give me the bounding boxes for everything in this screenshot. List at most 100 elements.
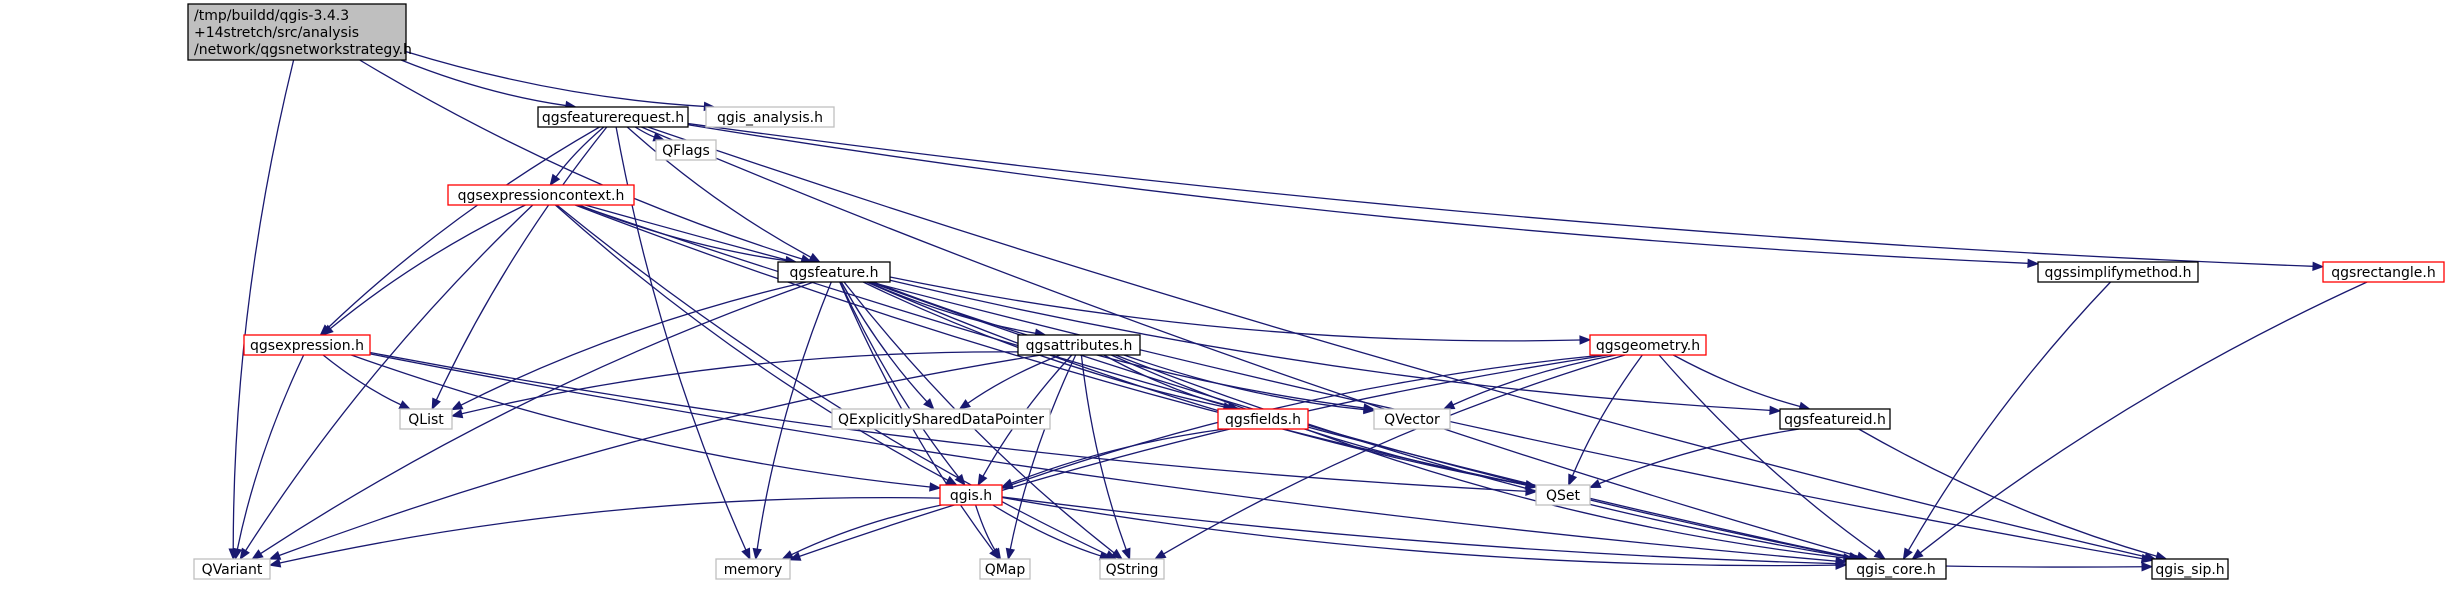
node-label: +14stretch/src/analysis [194, 25, 359, 41]
edge-qgsexpression-to-qlist [322, 354, 412, 410]
edge-arrowhead [954, 473, 966, 487]
node-root[interactable]: /tmp/buildd/qgis-3.4.3+14stretch/src/ana… [187, 3, 412, 61]
node-qgsfeaturerequest[interactable]: qgsfeaturerequest.h [537, 106, 689, 128]
edge-qgis-to-qgis_sip [1001, 496, 2154, 572]
node-qgssimplifymethod[interactable]: qgssimplifymethod.h [2037, 261, 2199, 283]
node-label: qgsgeometry.h [1596, 338, 1700, 354]
node-qgis_core[interactable]: qgis_core.h [1845, 558, 1947, 580]
edge-arrowhead [2140, 553, 2154, 564]
edge-arrowhead [2027, 258, 2040, 269]
edge-line [1011, 428, 1225, 484]
edge-arrowhead [268, 558, 282, 568]
node-label: QVariant [202, 562, 263, 578]
edge-arrowhead [929, 482, 942, 492]
node-label: qgsfeatureid.h [1784, 412, 1886, 428]
edge-line [405, 50, 705, 108]
node-box [1017, 334, 1141, 356]
node-qgsattributes[interactable]: qgsattributes.h [1017, 334, 1141, 356]
node-qgsfields[interactable]: qgsfields.h [1217, 408, 1309, 430]
edge-arrowhead [398, 400, 412, 410]
node-qgsexpression[interactable]: qgsexpression.h [243, 334, 371, 356]
edge-line [369, 353, 1837, 562]
node-qexplicitly[interactable]: QExplicitlySharedDataPointer [831, 408, 1051, 430]
edge-qgsgeometry-to-qset [1568, 354, 1643, 487]
edge-qgsexpressioncontext-to-qgsfeature [578, 204, 798, 266]
node-box [2151, 558, 2229, 580]
node-box [1779, 408, 1891, 430]
edge-line [992, 504, 1101, 557]
node-qlist[interactable]: QList [399, 408, 453, 430]
node-label: qgsfeature.h [790, 265, 879, 281]
edge-qgsexpressioncontext-to-qgis [554, 204, 958, 486]
edge-qgsattributes-to-qvector [1123, 354, 1376, 415]
edge-arrowhead [808, 252, 821, 263]
node-qflags[interactable]: QFlags [655, 139, 717, 161]
node-box [715, 558, 791, 580]
edge-qgsfeatureid-to-qgis_sip [1858, 428, 2168, 561]
edge-qgsfeaturerequest-to-qflags [634, 126, 666, 142]
node-box [979, 558, 1031, 580]
node-qgsgeometry[interactable]: qgsgeometry.h [1589, 334, 1707, 356]
node-qgsfeatureid[interactable]: qgsfeatureid.h [1779, 408, 1891, 430]
node-qgsfeature[interactable]: qgsfeature.h [777, 261, 891, 283]
edge-qgsfeature-to-qlist [450, 281, 807, 411]
node-label: qgsrectangle.h [2331, 265, 2435, 281]
node-label: memory [724, 562, 783, 578]
node-qgis_analysis[interactable]: qgis_analysis.h [705, 106, 835, 128]
node-qgis[interactable]: qgis.h [939, 484, 1003, 506]
node-qset[interactable]: QSet [1535, 484, 1591, 506]
node-qstring[interactable]: QString [1099, 558, 1165, 580]
node-label: QMap [985, 562, 1026, 578]
node-label: /network/qgsnetworkstrategy.h [194, 42, 412, 58]
node-label: QSet [1546, 488, 1581, 504]
edge-qgsattributes-to-qlist [450, 351, 1019, 419]
node-box [1535, 484, 1591, 506]
node-label: qgsexpression.h [250, 338, 364, 354]
node-label: QVector [1384, 412, 1440, 428]
node-label: qgssimplifymethod.h [2045, 265, 2192, 281]
edge-qgsgeometry-to-qstring [1153, 354, 1626, 560]
edge-arrowhead [1000, 478, 1014, 488]
edge-qgsrectangle-to-qgis_core [1911, 281, 2368, 560]
node-qgsexpressioncontext[interactable]: qgsexpressioncontext.h [447, 184, 635, 206]
node-memory[interactable]: memory [715, 558, 791, 580]
node-qvector[interactable]: QVector [1373, 408, 1451, 430]
node-box [1217, 408, 1309, 430]
node-qmap[interactable]: QMap [979, 558, 1031, 580]
edge-line [1919, 281, 2368, 554]
edge-root-to-qgsfeaturerequest [400, 59, 578, 111]
edge-line [615, 126, 747, 551]
node-qgis_sip[interactable]: qgis_sip.h [2151, 558, 2229, 580]
edge-line [400, 59, 567, 107]
edge-line [873, 281, 1365, 409]
edge-qgsfeature-to-qgis [839, 281, 966, 487]
edge-qgssimplifymethod-to-qgis_core [1902, 281, 2112, 561]
edge-qgsexpressioncontext-to-qgsexpression [321, 204, 526, 336]
edge-line [862, 281, 1225, 408]
edge-line [1452, 354, 1617, 406]
edge-line [967, 354, 1061, 404]
node-qgsrectangle[interactable]: qgsrectangle.h [2322, 261, 2445, 283]
edge-line [687, 122, 2314, 267]
edge-line [322, 354, 402, 406]
node-qvariant[interactable]: QVariant [193, 558, 271, 580]
edge-arrowhead [1579, 335, 1592, 345]
edge-root-to-qgis_analysis [405, 50, 716, 112]
edge-line [278, 354, 1042, 557]
edge-line [1858, 428, 2157, 557]
node-label: QExplicitlySharedDataPointer [838, 412, 1044, 428]
edge-line [687, 124, 2029, 264]
node-label: qgis_sip.h [2155, 562, 2224, 578]
edge-line [369, 351, 1527, 492]
edge-line [555, 126, 605, 178]
edge-qgsfeaturerequest-to-qgis_sip [647, 126, 2157, 562]
node-box [1589, 334, 1707, 356]
edge-line [799, 354, 1609, 558]
edge-line [260, 281, 814, 555]
edge-line [1080, 354, 1127, 550]
nodes-layer: /tmp/buildd/qgis-3.4.3+14stretch/src/ana… [187, 3, 2445, 580]
edge-line [1001, 496, 1837, 567]
edge-line [889, 279, 1771, 412]
edge-arrowhead [923, 398, 935, 410]
